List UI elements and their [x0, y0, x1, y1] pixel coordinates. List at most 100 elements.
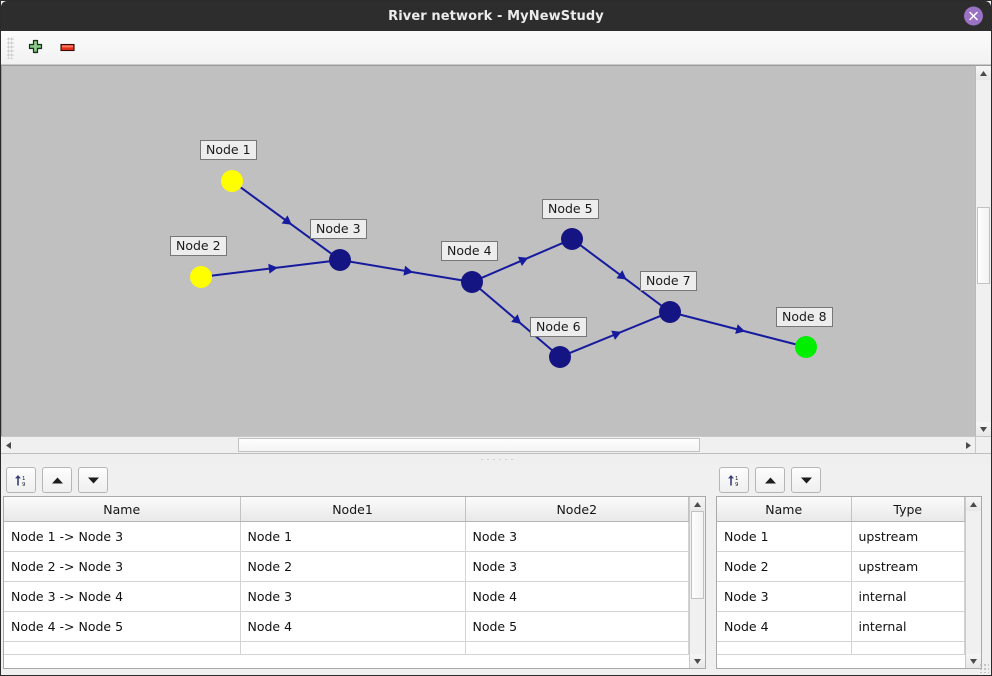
table-cell[interactable] [4, 641, 241, 655]
canvas-vscroll-thumb[interactable] [977, 206, 990, 284]
branches-vscroll-track[interactable] [690, 511, 705, 654]
branches-scroll-up-button[interactable] [690, 497, 705, 511]
branches-column-header[interactable]: Node2 [465, 497, 689, 522]
canvas-horizontal-scrollbar[interactable] [1, 436, 991, 453]
nodes-column-header[interactable]: Name [717, 497, 852, 522]
node-label-node-6[interactable]: Node 6 [530, 317, 587, 337]
table-cell[interactable]: Node 5 [465, 611, 689, 642]
scroll-up-button[interactable] [976, 66, 991, 80]
table-row[interactable] [717, 641, 965, 655]
table-cell[interactable] [240, 641, 466, 655]
graph-node-node-3[interactable] [329, 249, 351, 271]
table-cell[interactable]: Node 3 [240, 581, 466, 612]
window-title: River network - MyNewStudy [388, 8, 604, 24]
table-cell[interactable]: upstream [851, 551, 965, 582]
node-label-node-5[interactable]: Node 5 [542, 199, 599, 219]
delete-node-button[interactable] [51, 33, 83, 63]
nodes-move-down-button[interactable] [791, 467, 821, 493]
node-label-node-2[interactable]: Node 2 [170, 236, 227, 256]
scroll-left-button[interactable] [1, 437, 15, 453]
close-button[interactable] [964, 6, 983, 26]
branches-move-up-button[interactable] [42, 467, 72, 493]
table-cell[interactable]: Node 4 -> Node 5 [4, 611, 241, 642]
table-cell[interactable]: Node 4 [240, 611, 466, 642]
table-cell[interactable]: Node 3 [465, 551, 689, 582]
graph-node-node-8[interactable] [795, 336, 817, 358]
nodes-move-up-button[interactable] [755, 467, 785, 493]
table-cell[interactable] [717, 641, 852, 655]
branches-sort-button[interactable]: 1 9 [6, 467, 36, 493]
graph-node-node-2[interactable] [190, 266, 212, 288]
nodes-scroll-down-button[interactable] [966, 654, 981, 668]
graph-node-node-4[interactable] [461, 271, 483, 293]
table-cell[interactable]: Node 3 -> Node 4 [4, 581, 241, 612]
table-cell[interactable] [465, 641, 689, 655]
graph-node-node-1[interactable] [221, 170, 243, 192]
branches-move-down-button[interactable] [78, 467, 108, 493]
table-cell[interactable]: Node 1 [240, 521, 466, 552]
canvas-hscroll-thumb[interactable] [238, 438, 700, 452]
canvas-vscroll-track[interactable] [976, 80, 991, 422]
table-cell[interactable]: Node 2 -> Node 3 [4, 551, 241, 582]
nodes-scroll-up-button[interactable] [966, 497, 981, 511]
branches-scroll-down-button[interactable] [690, 654, 705, 668]
nodes-vscroll-track[interactable] [966, 511, 981, 654]
table-cell[interactable]: Node 1 -> Node 3 [4, 521, 241, 552]
graph-node-node-7[interactable] [659, 301, 681, 323]
table-cell[interactable]: Node 1 [717, 521, 852, 552]
scroll-down-button[interactable] [976, 422, 991, 436]
node-label-node-7[interactable]: Node 7 [640, 271, 697, 291]
nodes-sort-button[interactable]: 1 9 [719, 467, 749, 493]
main-toolbar [1, 31, 991, 65]
svg-text:1: 1 [735, 476, 738, 482]
graph-node-node-6[interactable] [549, 346, 571, 368]
node-label-node-3[interactable]: Node 3 [310, 219, 367, 239]
table-row[interactable] [4, 641, 689, 655]
branches-vscroll-thumb[interactable] [691, 511, 704, 599]
toolbar-drag-handle[interactable] [7, 36, 14, 59]
panel-splitter[interactable] [1, 453, 991, 464]
window-resize-grip[interactable] [979, 663, 989, 673]
table-cell[interactable]: internal [851, 581, 965, 612]
add-node-button[interactable] [19, 33, 51, 63]
nodes-column-header[interactable]: Type [851, 497, 965, 522]
table-cell[interactable]: Node 2 [717, 551, 852, 582]
scroll-right-button[interactable] [961, 437, 975, 453]
table-cell[interactable]: Node 2 [240, 551, 466, 582]
branches-column-header[interactable]: Name [4, 497, 241, 522]
table-cell[interactable]: Node 3 [465, 521, 689, 552]
node-label-node-4[interactable]: Node 4 [441, 241, 498, 261]
caret-down-icon [694, 658, 701, 664]
branches-column-header[interactable]: Node1 [240, 497, 466, 522]
graph-node-node-5[interactable] [561, 228, 583, 250]
caret-right-icon [965, 441, 971, 449]
nodes-vertical-scrollbar[interactable] [965, 497, 981, 668]
branches-vertical-scrollbar[interactable] [689, 497, 705, 668]
river-network-diagram[interactable]: Node 1 Node 2 Node 3 Node 4 Node 5 Node 6 Node… [1, 65, 975, 436]
canvas-vertical-scrollbar[interactable] [975, 65, 991, 436]
table-cell[interactable] [851, 641, 965, 655]
canvas-hscroll-track[interactable] [15, 437, 961, 453]
table-cell[interactable]: Node 4 [465, 581, 689, 612]
table-cell[interactable]: Node 3 [717, 581, 852, 612]
table-cell[interactable]: Node 4 [717, 611, 852, 642]
node-label-node-8[interactable]: Node 8 [776, 307, 833, 327]
move-up-icon [764, 477, 776, 483]
node-label-node-1[interactable]: Node 1 [200, 140, 257, 160]
table-cell[interactable]: internal [851, 611, 965, 642]
table-cell[interactable]: upstream [851, 521, 965, 552]
